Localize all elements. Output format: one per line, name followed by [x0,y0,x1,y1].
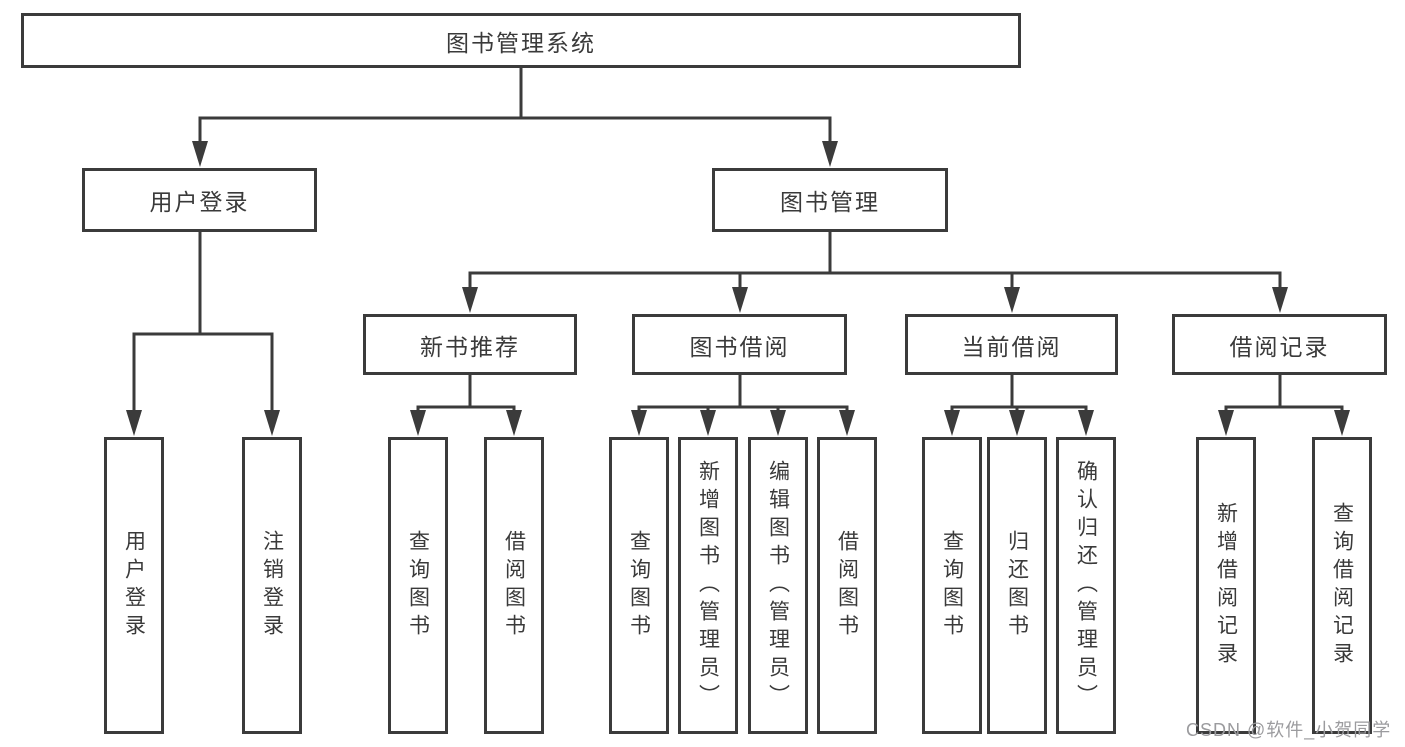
leaf-edit-books-admin: 编辑图书（管理员） [748,437,808,734]
node-book-borrow: 图书借阅 [632,314,847,375]
arrowhead-icon [1004,287,1020,313]
node-label: 查询图书 [406,529,430,642]
node-label: 新书推荐 [420,333,520,360]
arrowhead-icon [1334,410,1350,436]
node-user-login: 用户登录 [82,168,317,232]
leaf-return-books: 归还图书 [987,437,1047,734]
node-label: 查询借阅记录 [1330,501,1354,670]
node-label: 编辑图书（管理员） [766,459,790,712]
node-label: 新增借阅记录 [1214,501,1238,670]
arrowhead-icon [839,410,855,436]
node-label: 借阅图书 [502,529,526,642]
arrowhead-icon [1218,410,1234,436]
leaf-user-login: 用户登录 [104,437,164,734]
node-borrow-records: 借阅记录 [1172,314,1387,375]
arrowhead-icon [770,410,786,436]
node-label: 借阅记录 [1229,333,1330,360]
leaf-query-books-borrow: 查询图书 [609,437,669,734]
leaf-query-books-current: 查询图书 [922,437,982,734]
node-label: 查询图书 [627,529,651,642]
leaf-borrow-books-recommend: 借阅图书 [484,437,544,734]
leaf-confirm-return-admin: 确认归还（管理员） [1056,437,1116,734]
node-label: 图书管理系统 [446,29,596,56]
arrowhead-icon [944,410,960,436]
arrowhead-icon [732,287,748,313]
arrowhead-icon [410,410,426,436]
arrowhead-icon [192,141,208,167]
arrowhead-icon [1272,287,1288,313]
node-label: 用户登录 [122,529,146,642]
node-label: 归还图书 [1005,529,1029,642]
leaf-add-borrow-record: 新增借阅记录 [1196,437,1256,734]
node-label: 借阅图书 [835,529,859,642]
leaf-logout: 注销登录 [242,437,302,734]
node-label: 图书借阅 [689,333,790,360]
node-book-management: 图书管理 [712,168,948,232]
arrowhead-icon [631,410,647,436]
leaf-borrow-books: 借阅图书 [817,437,877,734]
node-label: 图书管理 [780,189,880,215]
arrowhead-icon [700,410,716,436]
node-label: 确认归还（管理员） [1074,459,1098,712]
arrowhead-icon [126,410,142,436]
node-label: 当前借阅 [961,333,1062,360]
leaf-query-books-recommend: 查询图书 [388,437,448,734]
node-current-borrow: 当前借阅 [905,314,1118,375]
arrowhead-icon [506,410,522,436]
arrowhead-icon [462,287,478,313]
node-new-book-recommend: 新书推荐 [363,314,577,375]
csdn-watermark: CSDN @软件_小贺同学 [1186,720,1392,740]
node-label: 注销登录 [260,529,284,642]
leaf-query-borrow-record: 查询借阅记录 [1312,437,1372,734]
node-label: 新增图书（管理员） [696,459,720,712]
arrowhead-icon [822,141,838,167]
node-label: 用户登录 [149,189,250,215]
arrowhead-icon [264,410,280,436]
arrowhead-icon [1009,410,1025,436]
node-system-root: 图书管理系统 [21,13,1021,68]
arrowhead-icon [1078,410,1094,436]
node-label: 查询图书 [940,529,964,642]
leaf-add-books-admin: 新增图书（管理员） [678,437,738,734]
